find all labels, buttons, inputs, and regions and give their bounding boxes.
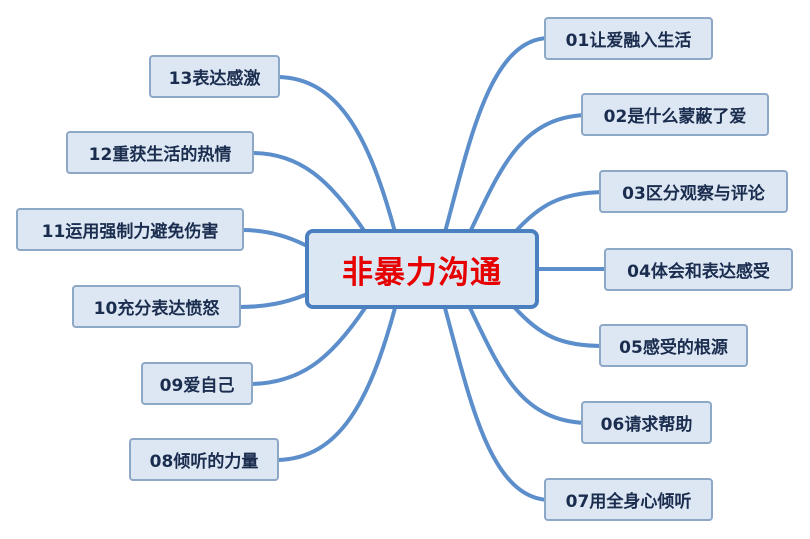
branch-07[interactable]: 07用全身心倾听 <box>544 478 713 521</box>
connector-08 <box>275 306 397 462</box>
connector-09 <box>249 306 367 386</box>
connector-07 <box>443 306 550 502</box>
connector-01 <box>443 36 550 234</box>
branch-11[interactable]: 11运用强制力避免伤害 <box>16 208 244 251</box>
connector-05 <box>513 306 605 348</box>
branch-02[interactable]: 02是什么蒙蔽了爱 <box>581 93 769 136</box>
branch-09[interactable]: 09爱自己 <box>141 362 253 405</box>
connector-13 <box>276 75 397 234</box>
branch-10[interactable]: 10充分表达愤怒 <box>72 285 241 328</box>
connector-10 <box>237 293 307 309</box>
connector-02 <box>468 113 587 234</box>
branch-04[interactable]: 04体会和表达感受 <box>604 248 793 291</box>
connector-03 <box>513 190 605 234</box>
branch-01[interactable]: 01让爱融入生活 <box>544 17 713 60</box>
branch-06[interactable]: 06请求帮助 <box>581 401 712 444</box>
branch-05[interactable]: 05感受的根源 <box>599 324 748 367</box>
branch-13[interactable]: 13表达感激 <box>149 55 280 98</box>
connector-12 <box>250 151 367 234</box>
branch-08[interactable]: 08倾听的力量 <box>129 438 279 481</box>
branch-12[interactable]: 12重获生活的热情 <box>66 131 254 174</box>
branch-03[interactable]: 03区分观察与评论 <box>599 170 788 213</box>
central-topic[interactable]: 非暴力沟通 <box>305 229 539 309</box>
connector-06 <box>468 306 587 425</box>
connector-11 <box>240 228 307 247</box>
